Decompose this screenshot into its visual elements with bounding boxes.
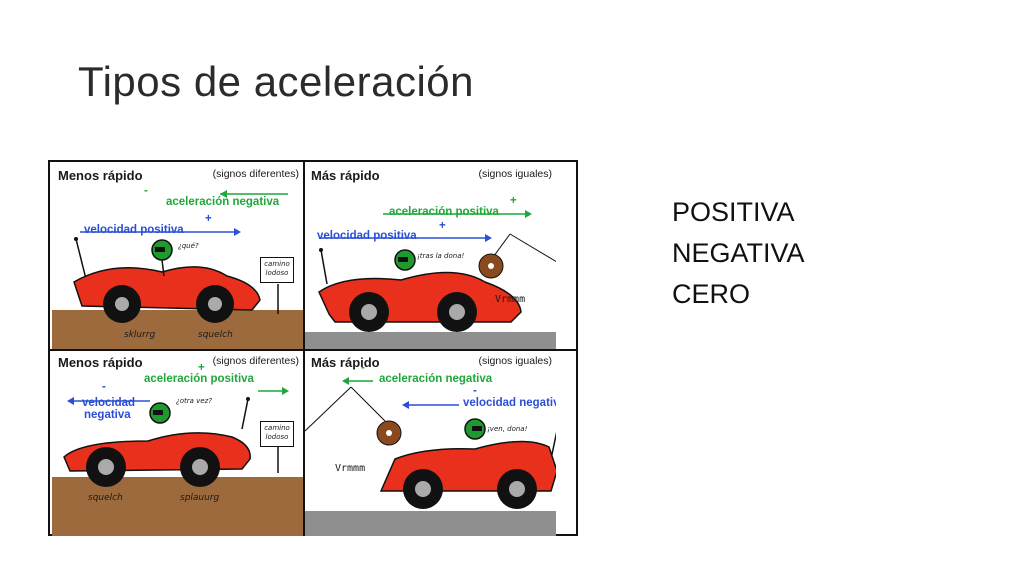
panel-1-speech: ¿qué? <box>178 242 199 250</box>
panel-2-scene <box>305 210 556 349</box>
panel-3-title: Menos rápido <box>58 355 143 370</box>
panel-1-vel-sign: + <box>205 213 212 225</box>
panel-3-sound-2: splauurg <box>180 493 220 503</box>
panel-2-acc-sign: + <box>510 195 517 207</box>
panel-2-signs: (signos iguales) <box>478 168 552 180</box>
comic-divider-horizontal <box>50 349 576 351</box>
panel-1-sound-2: squelch <box>198 330 233 340</box>
panel-2-title: Más rápido <box>311 168 380 183</box>
panel-3-acc-sign: + <box>198 362 205 374</box>
panel-3-vel-label-2: negativa <box>84 409 131 421</box>
panel-3-road-sign: camino lodoso <box>260 421 294 447</box>
panel-4-acc-sign: - <box>361 362 365 374</box>
comic-panel-slower-positive: Menos rápido (signos diferentes) - acele… <box>52 164 303 349</box>
panel-1-vel-label: velocidad positiva <box>84 224 184 236</box>
type-cero: CERO <box>672 279 751 309</box>
type-negativa: NEGATIVA <box>672 238 805 268</box>
panel-1-acc-label: aceleración negativa <box>166 196 280 208</box>
slide-title: Tipos de aceleración <box>78 58 474 105</box>
panel-1-title: Menos rápido <box>58 168 143 183</box>
panel-1-road-sign: camino lodoso <box>260 257 294 283</box>
panel-4-acc-label: aceleración negativa <box>379 373 493 385</box>
panel-1-acc-sign: - <box>144 185 148 197</box>
acceleration-types-list: POSITIVA NEGATIVA CERO <box>672 192 805 315</box>
panel-4-vel-sign: - <box>473 385 477 397</box>
panel-1-sound-1: sklurrg <box>124 330 156 340</box>
panel-3-sound-1: squelch <box>88 493 123 503</box>
panel-4-sound: Vrmmm <box>335 463 366 474</box>
panel-4-title: Más rápido <box>311 355 380 370</box>
panel-1-scene <box>52 190 303 349</box>
panel-2-vel-sign: + <box>439 220 446 232</box>
type-positiva: POSITIVA <box>672 197 795 227</box>
panel-4-vel-label: velocidad negativa <box>463 397 556 409</box>
panel-4-scene <box>305 377 556 536</box>
panel-2-speech: ¡tras la dona! <box>417 252 465 260</box>
panel-1-signs: (signos diferentes) <box>212 168 299 180</box>
panel-3-signs: (signos diferentes) <box>212 355 299 367</box>
panel-3-scene <box>52 387 303 536</box>
panel-2-acc-label: aceleración positiva <box>389 206 499 218</box>
panel-2-vel-label: velocidad positiva <box>317 230 417 242</box>
panel-3-acc-label: aceleración positiva <box>144 373 254 385</box>
panel-2-sound: Vrmmm <box>495 294 526 305</box>
comic-divider-vertical <box>303 162 305 534</box>
comic-panel-slower-negative: Menos rápido (signos diferentes) + acele… <box>52 351 303 536</box>
comic-panel-faster-positive: Más rápido (signos iguales) + aceleració… <box>305 164 556 349</box>
panel-4-signs: (signos iguales) <box>478 355 552 367</box>
panel-4-speech: ¡ven, dona! <box>487 425 528 433</box>
comic-panel-faster-negative: Más rápido (signos iguales) - aceleració… <box>305 351 556 536</box>
acceleration-comic: Menos rápido (signos diferentes) - acele… <box>48 160 578 536</box>
panel-3-vel-sign: - <box>102 381 106 393</box>
panel-3-speech: ¿otra vez? <box>176 397 212 405</box>
panel-3-vel-label-1: velocidad <box>82 397 136 409</box>
